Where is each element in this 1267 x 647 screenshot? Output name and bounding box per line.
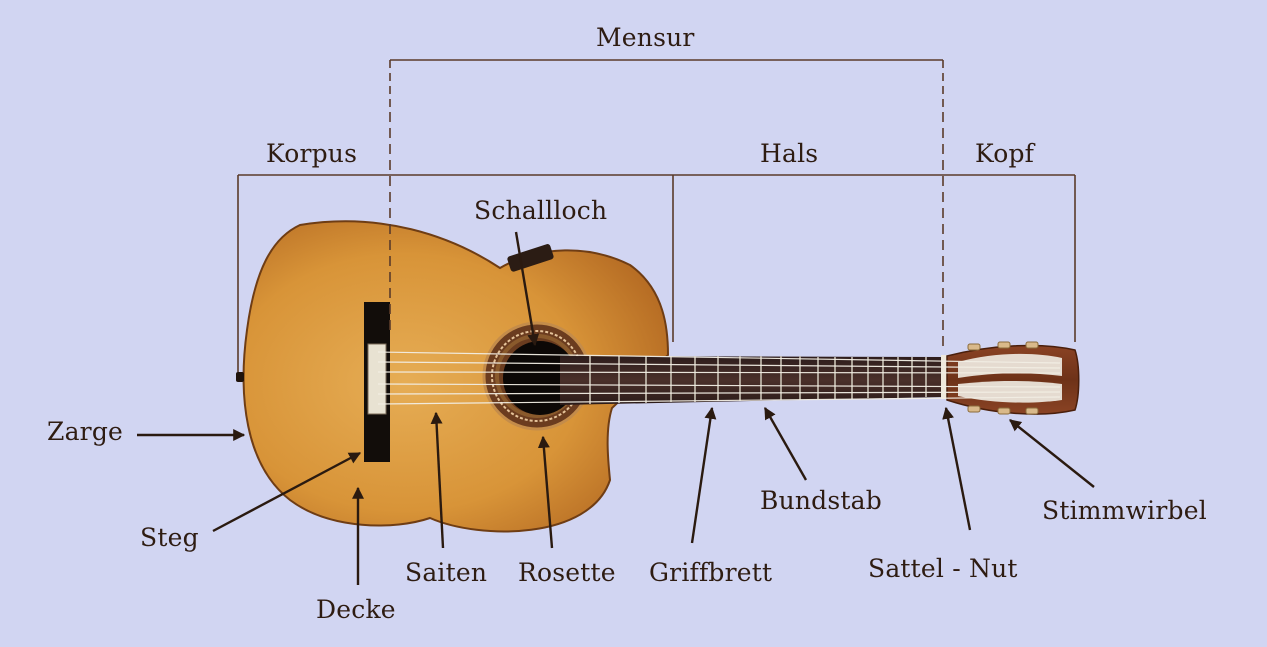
nut [941,355,947,399]
side-pin [236,372,244,382]
arrow-griffbrett [690,406,717,544]
label-korpus: Korpus [266,139,358,168]
arrow-stimmwirbel [1009,419,1095,488]
arrow-rosette [537,435,554,549]
label-kopf: Kopf [975,139,1035,168]
label-stimmwirbel: Stimmwirbel [1042,496,1207,525]
label-hals: Hals [760,139,819,168]
sound-hole [503,341,577,415]
arrow-bundstab [763,406,808,481]
pickup-box [507,244,554,272]
arrow-saiten [430,411,445,549]
label-rosette: Rosette [518,558,616,587]
fretboard [560,356,945,405]
tuning-pegs [967,341,1039,415]
arrow-steg [212,451,362,533]
arrows [137,231,1095,585]
arrow-sattel [942,406,972,531]
label-zarge: Zarge [47,417,124,446]
label-bundstab: Bundstab [760,486,882,515]
strings [377,351,1061,405]
label-griffbrett: Griffbrett [649,558,773,587]
label-mensur: Mensur [596,23,695,52]
label-sattel: Sattel - Nut [868,554,1018,583]
arrow-schallloch [514,231,540,347]
label-schallloch: Schallloch [474,196,608,225]
label-steg: Steg [140,523,199,552]
label-decke: Decke [316,595,396,624]
label-saiten: Saiten [405,558,488,587]
dimension-lines [237,59,1076,372]
